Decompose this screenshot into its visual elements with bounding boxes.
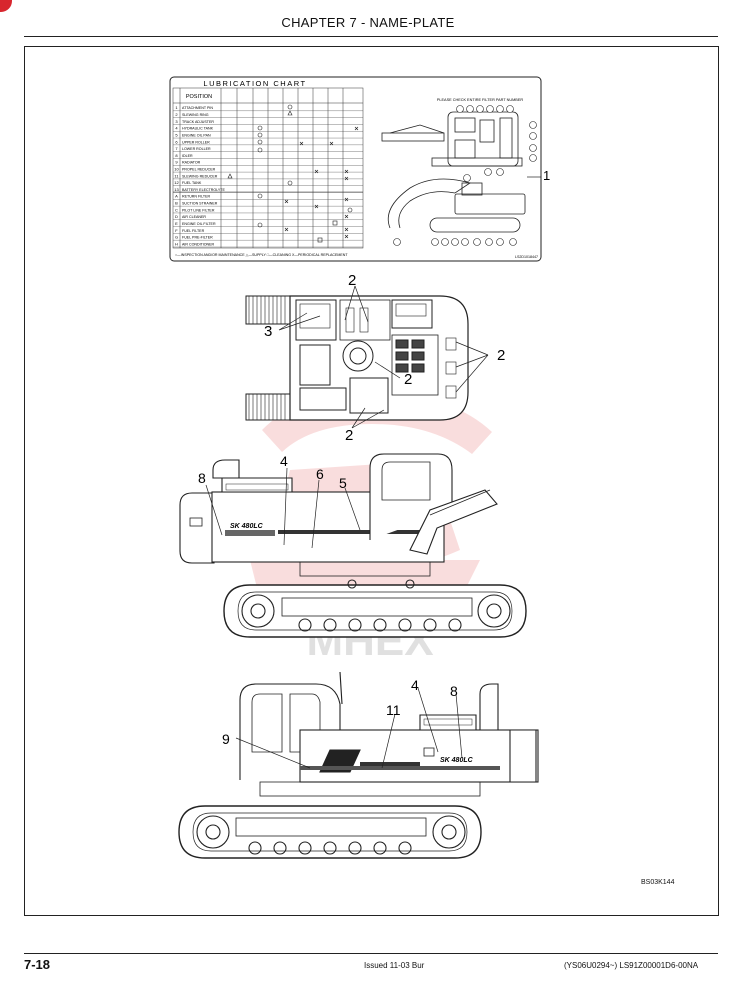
chapter-title: CHAPTER 7 - NAME-PLATE <box>281 15 455 30</box>
excavator-right-side-view <box>179 453 527 638</box>
position-header: POSITION <box>186 94 212 100</box>
chart-row-number: G <box>175 235 178 240</box>
top-view-callouts <box>278 285 489 429</box>
chart-row-name: RETURN FILTER <box>182 195 210 199</box>
chart-row-number: 4 <box>175 126 178 131</box>
chart-row-number: 7 <box>175 146 178 151</box>
chart-row-name: IDLER <box>182 154 193 158</box>
chart-row-number: H <box>175 241 178 246</box>
right-side-callouts <box>205 467 361 549</box>
chart-row-number: 9 <box>175 160 178 165</box>
chart-row-name: BATTERY ELECTROLYTE <box>182 188 225 192</box>
excavator-left-side-view <box>178 671 539 859</box>
chart-part-code: LS2D1018447 <box>515 255 538 259</box>
lubrication-chart-plate: LUBRICATION CHART POSITION 1 ATTACHMENT P… <box>169 76 542 262</box>
chart-row-number: A <box>175 194 178 199</box>
callout-9: 9 <box>222 731 230 747</box>
chart-row-number: 3 <box>175 119 178 124</box>
callout-1: 1 <box>543 168 550 183</box>
model-badge-left: SK 480LC <box>440 757 474 764</box>
chart-row-name: SLEWING REDUCER <box>182 174 218 178</box>
callout-2-right: 2 <box>497 347 505 364</box>
chart-row-number: D <box>175 214 178 219</box>
callout-2-center: 2 <box>404 371 412 388</box>
callout-6: 6 <box>316 466 324 482</box>
chart-row-name: ATTACHMENT PIN <box>182 106 213 110</box>
chart-row-name: SUCTION STRAINER <box>182 202 218 206</box>
callout-11: 11 <box>386 702 401 718</box>
model-badge-right: SK 480LC <box>230 523 264 530</box>
chart-row-name: FUEL PRE-FILTER <box>182 236 213 240</box>
chart-row-name: FUEL TANK <box>182 181 202 185</box>
callout-3: 3 <box>264 323 272 340</box>
chart-row-number: C <box>175 207 178 212</box>
chart-row-name: UPPER ROLLER <box>182 140 210 144</box>
chart-symbols <box>227 104 353 243</box>
chart-row-name: HYDRAULIC TANK <box>182 127 214 131</box>
document-code: (YS06U0294~) LS91Z00001D6-00NA <box>564 961 699 970</box>
side-view-mini-diagram <box>387 178 526 233</box>
callout-5: 5 <box>339 475 347 491</box>
callout-4-left: 4 <box>411 677 419 693</box>
chart-row-name: ENGINE OIL FILTER <box>182 222 216 226</box>
figure-frame <box>24 46 719 916</box>
chart-row-name: PROPEL REDUCER <box>182 167 216 171</box>
callout-2-top: 2 <box>348 272 356 289</box>
chart-row-name: AIR CONDITIONER <box>182 242 215 246</box>
chart-row-number: 6 <box>175 139 178 144</box>
callout-4-right: 4 <box>280 453 288 469</box>
callout-8-right: 8 <box>198 470 206 486</box>
chart-row-name: LOWER ROLLER <box>182 147 211 151</box>
footer-rule <box>24 953 718 954</box>
lubrication-chart-title: LUBRICATION CHART <box>203 79 306 88</box>
chart-row-number: 2 <box>175 112 178 117</box>
excavator-top-view <box>245 295 469 421</box>
chart-row-name: SLEWING RING <box>182 113 209 117</box>
chart-row-number: F <box>175 228 178 233</box>
filter-caption: PLEASE CHECK ENTIRE FILTER PART NUMBER <box>437 98 523 102</box>
callout-2-bottom: 2 <box>345 427 353 444</box>
page-number: 7-18 <box>24 957 51 972</box>
left-side-callouts <box>235 687 463 769</box>
chart-row-number: 8 <box>175 153 178 158</box>
chart-row-number: 11 <box>174 173 179 178</box>
chart-row-number: 13 <box>174 187 179 192</box>
chart-row-number: B <box>175 201 178 206</box>
chart-row-name: AIR CLEANER <box>182 215 206 219</box>
chart-row-name: TRACK ADJUSTER <box>182 120 214 124</box>
chart-row-number: 1 <box>175 105 178 110</box>
chart-row-name: FUEL FILTER <box>182 229 205 233</box>
chart-row-name: PILOT LINE FILTER <box>182 208 215 212</box>
chart-row-number: 12 <box>174 180 179 185</box>
header-rule <box>24 36 718 37</box>
side-view-mini-callouts <box>393 174 517 246</box>
chart-legend: ○—INSPECTION AND/OR MAINTENANCE △—SUPPLY… <box>175 253 348 257</box>
chart-row-name: ENGINE OIL PAN <box>182 133 211 137</box>
issued-info: Issued 11-03 Bur <box>364 961 425 970</box>
chart-row-name: RADIATOR <box>182 161 201 165</box>
chart-x-marks <box>284 126 359 239</box>
chart-row-number: 10 <box>174 166 179 171</box>
chart-row-number: 5 <box>175 132 178 137</box>
top-view-mini-callouts <box>456 105 537 176</box>
figure-code: BS03K144 <box>641 879 675 886</box>
lubrication-chart-rows: 1 ATTACHMENT PIN 2 SLEWING RING 3 TRACK ADJUS… <box>173 105 363 248</box>
callout-8-left: 8 <box>450 683 458 699</box>
chart-row-number: E <box>175 221 178 226</box>
top-view-mini-diagram <box>381 111 523 167</box>
